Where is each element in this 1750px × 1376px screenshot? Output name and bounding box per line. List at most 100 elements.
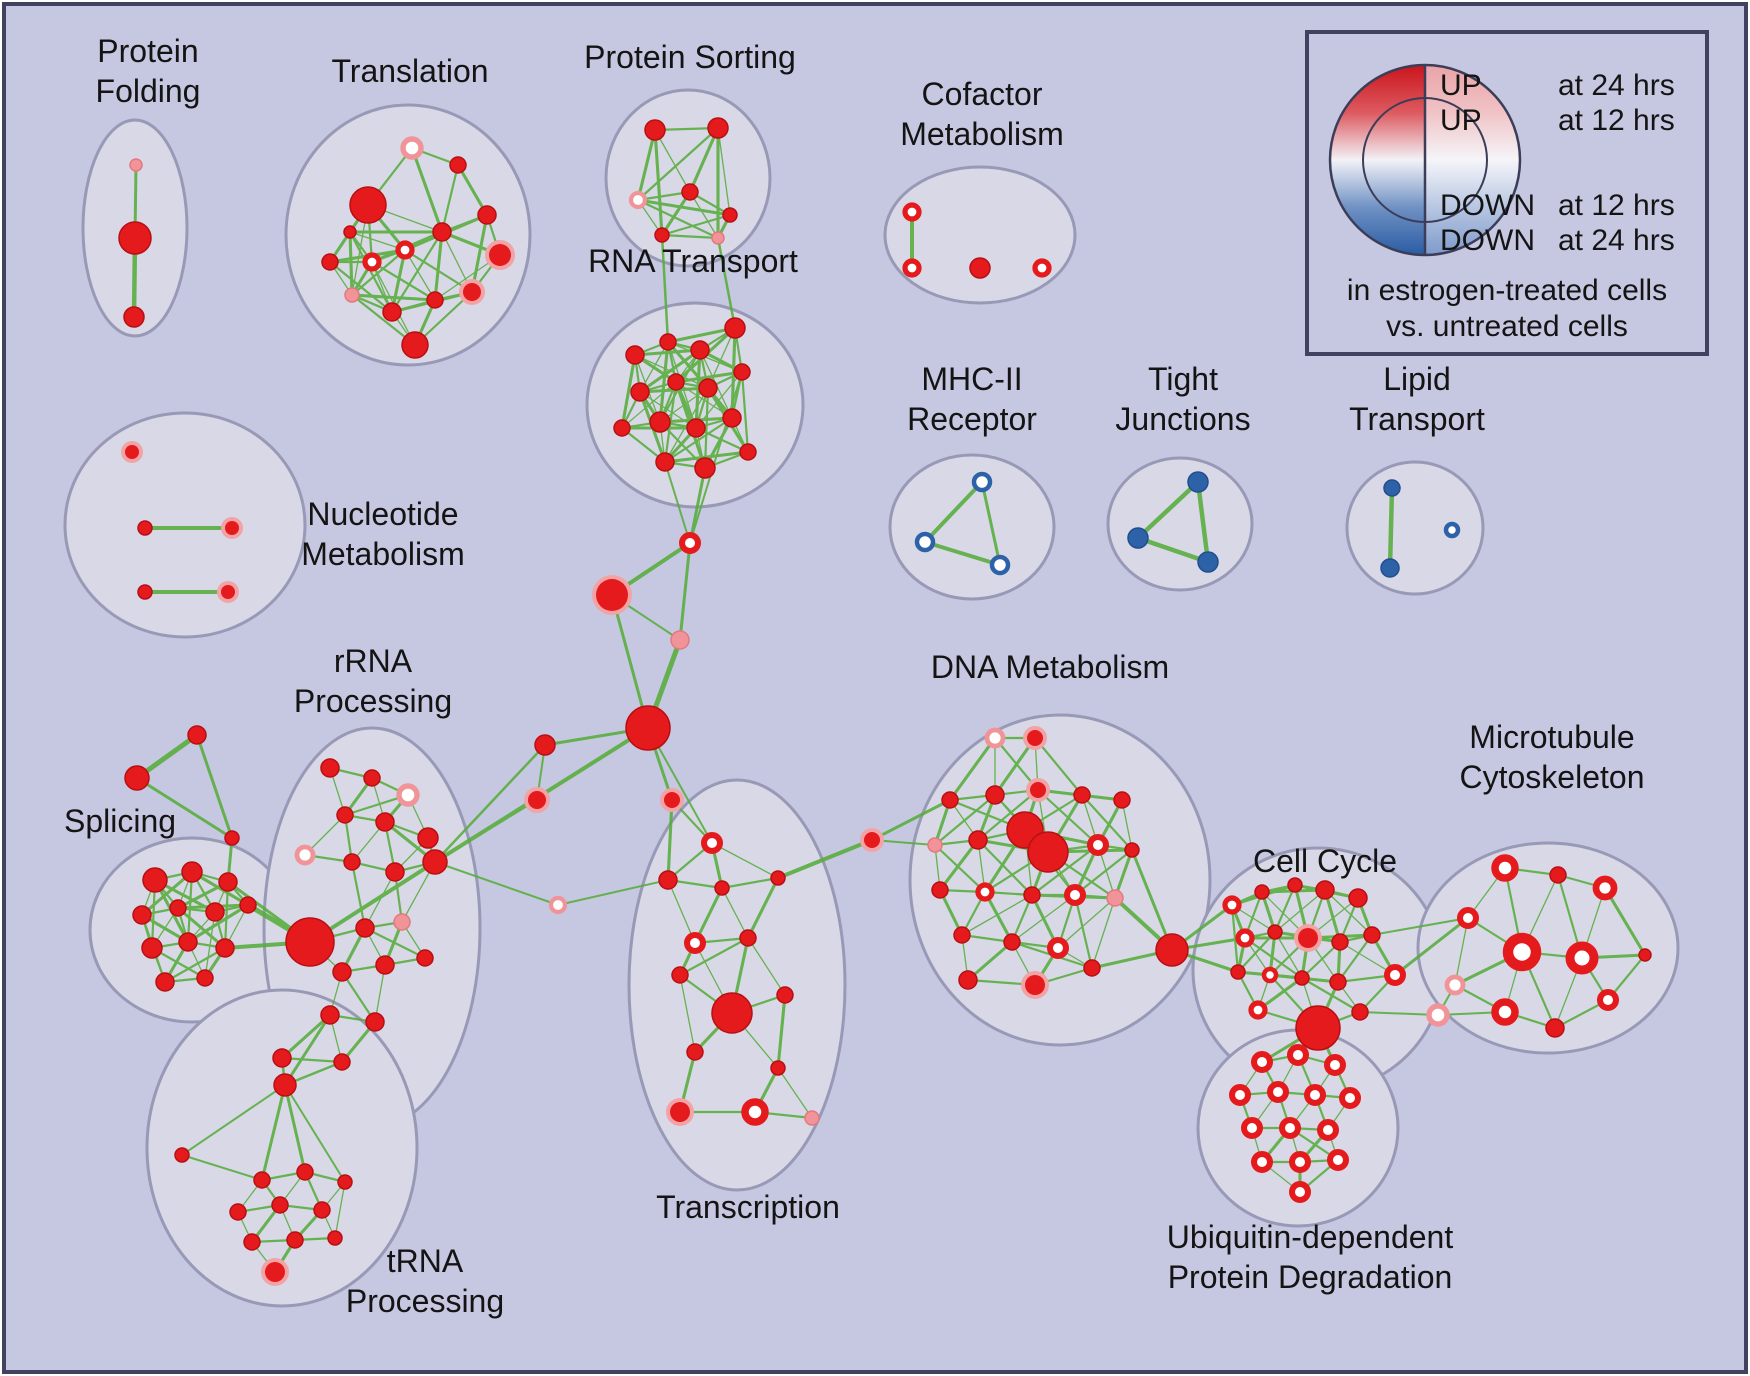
node-red [1073, 786, 1091, 804]
edge [1393, 916, 1470, 977]
legend-row-label-2: DOWN [1440, 189, 1535, 222]
edge [689, 191, 719, 239]
edge [674, 370, 744, 384]
edge [1273, 883, 1297, 934]
edge [776, 838, 874, 880]
cluster-label-microtubule-cytoskeleton: Cytoskeleton [1460, 759, 1645, 795]
edge [176, 906, 227, 950]
legend-row-label-0: UP [1440, 69, 1482, 102]
node-pinkring [400, 136, 424, 160]
node-halo [125, 445, 139, 459]
node-red [1124, 842, 1140, 858]
node-red [686, 1043, 704, 1061]
node-blue [1187, 471, 1209, 493]
edge [976, 838, 1034, 897]
edge [621, 381, 677, 429]
node-halo [664, 792, 680, 808]
node-red [196, 969, 214, 987]
cluster-ellipse-dna-metabolism [908, 713, 1212, 1047]
node-ring [1339, 1087, 1361, 1109]
legend-caption-line1: in estrogen-treated cells [1347, 274, 1667, 307]
cluster-label-ubiquitin-degradation: Ubiquitin-dependent [1167, 1219, 1454, 1255]
node-red [671, 966, 689, 984]
edge [923, 480, 984, 544]
node-red [124, 765, 150, 791]
edge [1324, 889, 1373, 936]
edge [334, 1181, 346, 1239]
node-red [363, 769, 381, 787]
edge [1195, 479, 1211, 565]
node-red [694, 457, 716, 479]
node-pink [1106, 889, 1124, 907]
cluster-label-rna-transport: RNA Transport [588, 243, 798, 279]
node-red [655, 452, 675, 472]
node-red [321, 253, 339, 271]
node-red [722, 207, 738, 223]
legend-row-label-1: UP [1440, 104, 1482, 137]
cluster-label-ubiquitin-degradation: Protein Degradation [1168, 1259, 1453, 1295]
node-red [118, 221, 152, 255]
node-red [722, 408, 742, 428]
node-pinkring [1444, 974, 1466, 996]
node-ring [1087, 834, 1109, 856]
edge [923, 540, 1002, 567]
edge [348, 230, 394, 314]
edge [678, 541, 692, 642]
edge [260, 1083, 287, 1182]
node-ring [1384, 964, 1406, 986]
legend-row-time-1: at 12 hrs [1558, 104, 1675, 137]
node-ring [1457, 907, 1479, 929]
edge [948, 736, 997, 802]
node-bluering [989, 554, 1011, 576]
node-bluering [971, 471, 993, 493]
node-ring [741, 1098, 769, 1126]
node-red [187, 725, 207, 745]
edge [720, 876, 780, 890]
edge [1336, 933, 1374, 984]
node-ring [975, 882, 995, 902]
node-red [985, 785, 1005, 805]
node-red [1331, 933, 1349, 951]
node-ring [684, 932, 706, 954]
node-red [349, 186, 387, 224]
edge [654, 129, 691, 193]
node-red [416, 949, 434, 967]
cluster-label-protein-folding: Protein [97, 33, 198, 69]
node-red [422, 849, 448, 875]
edge [678, 936, 750, 977]
edge [747, 937, 786, 996]
legend-circle-left-half [1330, 65, 1425, 255]
node-red [343, 853, 361, 871]
node-red [375, 955, 395, 975]
cluster-label-protein-folding: Folding [96, 73, 201, 109]
edge [716, 236, 737, 330]
node-red [218, 872, 238, 892]
node-red [953, 926, 971, 944]
edge [434, 861, 559, 906]
edge [688, 466, 707, 545]
node-red [625, 345, 645, 365]
cluster-label-protein-sorting: Protein Sorting [584, 39, 796, 75]
node-halo [670, 1102, 690, 1122]
edge [776, 993, 787, 1070]
node-ring [1032, 258, 1052, 278]
node-halo [463, 283, 481, 301]
node-red [477, 205, 497, 225]
edge [348, 230, 354, 297]
node-red [426, 291, 444, 309]
node-red [770, 870, 786, 886]
node-ring [1491, 998, 1519, 1026]
node-red [401, 331, 429, 359]
cluster-label-rrna-processing: rRNA [334, 643, 413, 679]
node-red [285, 917, 335, 967]
edge [1080, 793, 1134, 852]
edge [340, 970, 377, 1024]
node-ring [1565, 941, 1599, 975]
node-pinkring [548, 895, 568, 915]
edge [1274, 931, 1303, 979]
node-halo [1027, 730, 1043, 746]
node-red [355, 918, 375, 938]
edge [636, 126, 720, 202]
node-ring [1248, 1000, 1268, 1020]
node-red [1267, 924, 1283, 940]
